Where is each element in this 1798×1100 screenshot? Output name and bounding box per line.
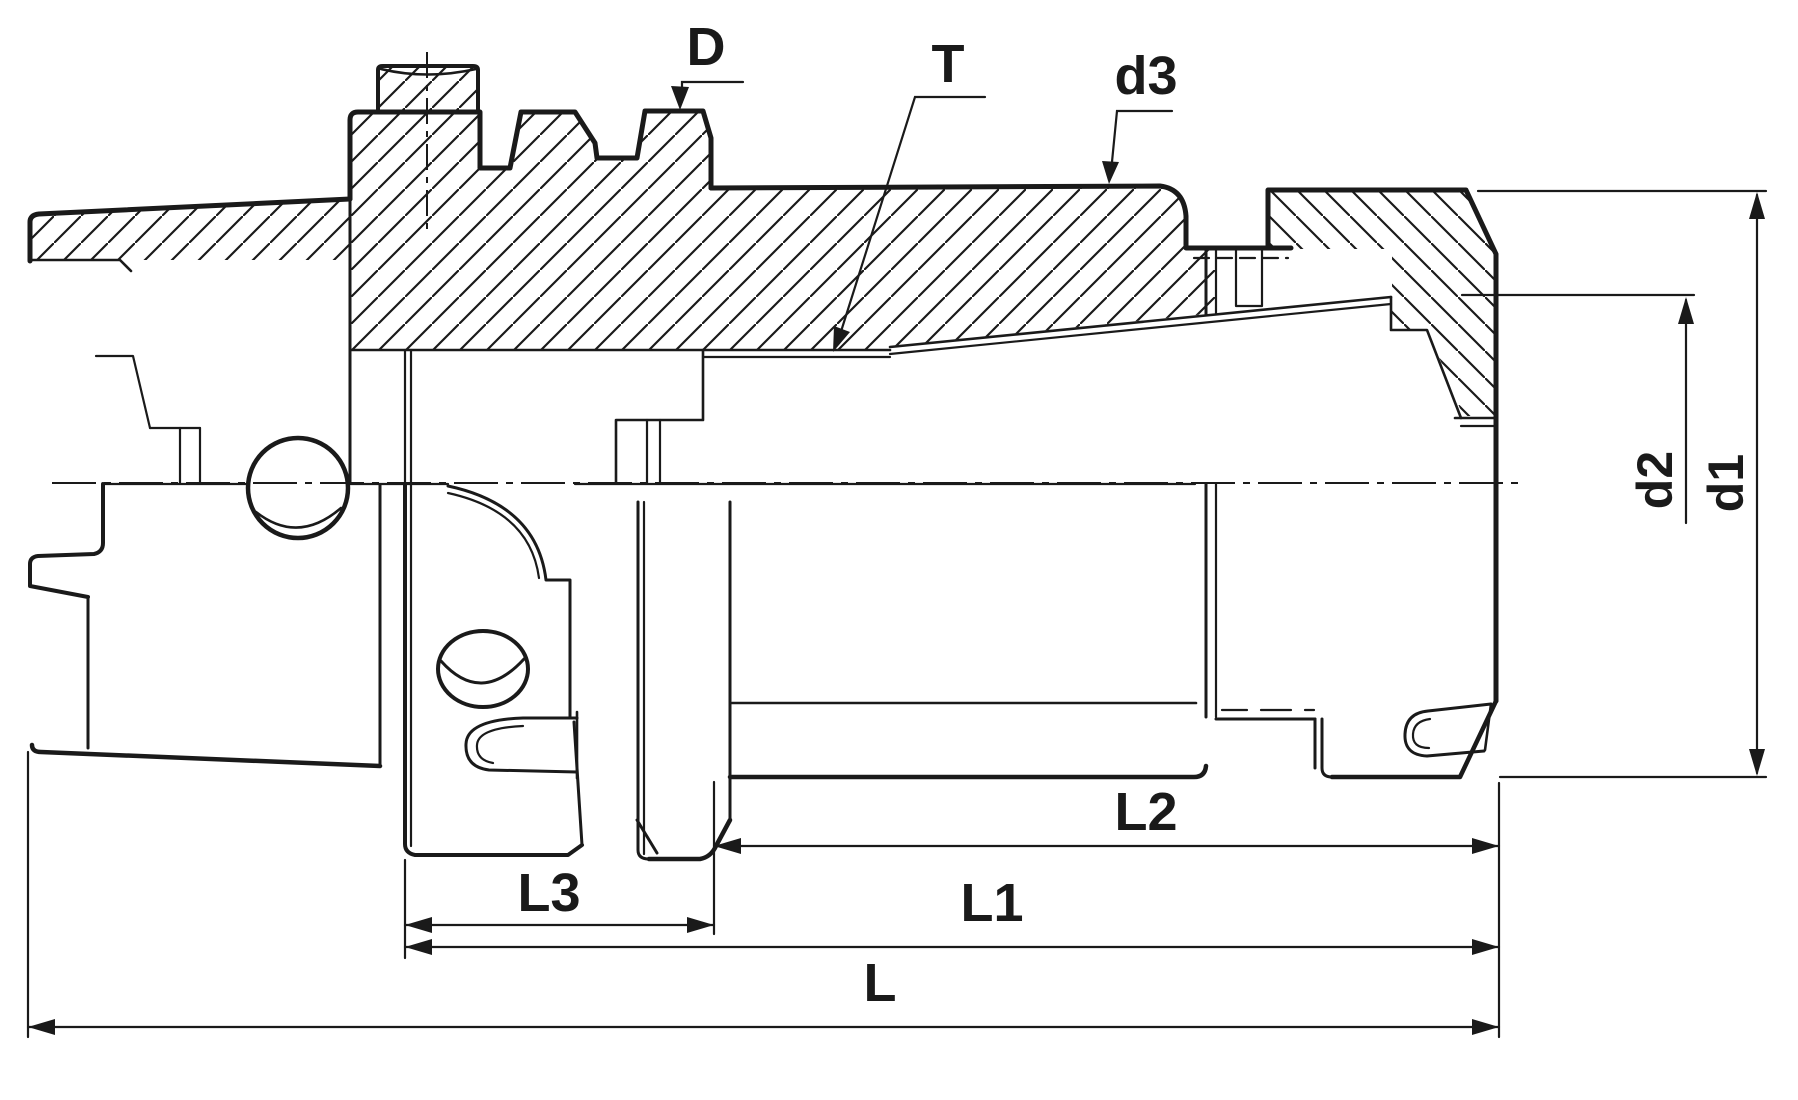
flange-silhouette [403, 483, 584, 857]
side-hole [436, 629, 530, 709]
shank-taper-bottom [29, 742, 383, 769]
label-L3: L3 [517, 863, 580, 923]
label-D: D [687, 17, 726, 77]
nut-wrench-slot [1403, 702, 1493, 758]
label-T: T [932, 34, 965, 94]
dim-D: D [671, 17, 745, 110]
label-d2: d2 [1627, 451, 1683, 509]
arrowhead [1472, 1019, 1499, 1035]
label-L2: L2 [1114, 782, 1177, 842]
label-d1: d1 [1698, 454, 1754, 512]
arrowhead [1678, 297, 1694, 324]
dim-L3: L3 [403, 780, 716, 960]
dim-d1: d1 [1476, 189, 1768, 779]
dim-L1: L1 [403, 873, 1501, 955]
shank-end-notch [28, 482, 105, 599]
arrowhead [405, 939, 432, 955]
grip-hole [245, 435, 351, 541]
arrowhead [1749, 192, 1765, 219]
dim-T: T [833, 34, 987, 352]
arrowhead [1472, 939, 1499, 955]
collar-bottom [646, 817, 733, 862]
arrowhead [1749, 749, 1765, 776]
label-L1: L1 [960, 873, 1023, 933]
flange-wrench-slot [464, 716, 579, 774]
dim-d3: d3 [1102, 46, 1178, 184]
centerlines [52, 52, 1518, 484]
upper-section-outline [27, 64, 1499, 704]
pocket-edge [446, 484, 572, 720]
arrowhead [405, 917, 432, 933]
dimensions: D T d3 d2 d1 [26, 17, 1768, 1039]
arrowhead [1102, 161, 1119, 184]
arrowhead [671, 86, 689, 110]
dim-d2: d2 [1460, 293, 1696, 525]
flange-collar-profile [347, 108, 714, 202]
arrowhead [28, 1019, 55, 1035]
arrowhead [833, 326, 850, 352]
shank-taper-edge [27, 196, 353, 264]
body-top-edge [708, 183, 1294, 251]
arrowhead [687, 917, 714, 933]
label-d3: d3 [1114, 46, 1177, 106]
label-L: L [864, 953, 897, 1013]
v-groove [572, 720, 659, 855]
grip-hole-inner-arc [254, 506, 343, 529]
dim-L: L [26, 750, 1501, 1039]
dim-L2: L2 [712, 781, 1501, 1039]
arrowhead [1472, 838, 1499, 854]
body-silhouette [727, 763, 1209, 780]
nut-bottom-edge [1329, 698, 1499, 780]
collet-taper-line [888, 295, 1393, 349]
lower-view [28, 482, 1499, 862]
grip-hole-circle [245, 435, 351, 541]
nut-profile [1265, 187, 1499, 704]
arrowhead [714, 838, 741, 854]
side-hole-arc [439, 657, 526, 685]
